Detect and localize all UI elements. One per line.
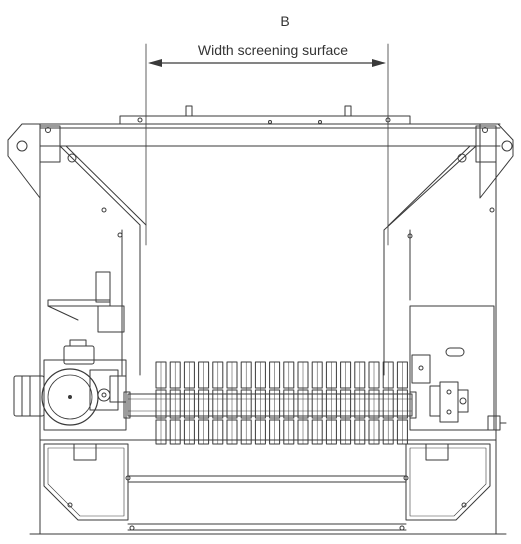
screening-disc [354,361,366,445]
dimension-annotation: B Width screening surface [145,13,389,246]
arrow-left-icon [148,59,162,67]
dimension-letter: B [280,13,289,29]
top-frame [39,105,501,147]
screening-disc [269,361,281,445]
hopper-walls [59,145,495,376]
screening-disc [169,361,181,445]
screening-disc [325,361,337,445]
left-drive-assembly [13,271,127,431]
screening-disc [212,361,224,445]
screening-disc [368,361,380,445]
screening-disc [240,361,252,445]
screening-disc [198,361,210,445]
lifting-lug-right [475,123,514,199]
screening-disc [297,361,309,445]
screening-disc [183,361,195,445]
screening-disc [155,361,167,445]
arrow-right-icon [372,59,386,67]
roller-shaft [123,391,417,419]
screening-disc [311,361,323,445]
screening-discs [155,361,408,445]
dimension-label: Width screening surface [198,42,348,58]
base-frame [29,439,507,535]
screening-disc [340,361,352,445]
screening-disc [396,361,408,445]
side-frames [39,127,497,441]
screening-disc [226,361,238,445]
right-bearing-assembly [409,305,507,431]
screening-disc [382,361,394,445]
lifting-lug-left [7,123,61,199]
screening-disc [254,361,266,445]
screening-disc [283,361,295,445]
